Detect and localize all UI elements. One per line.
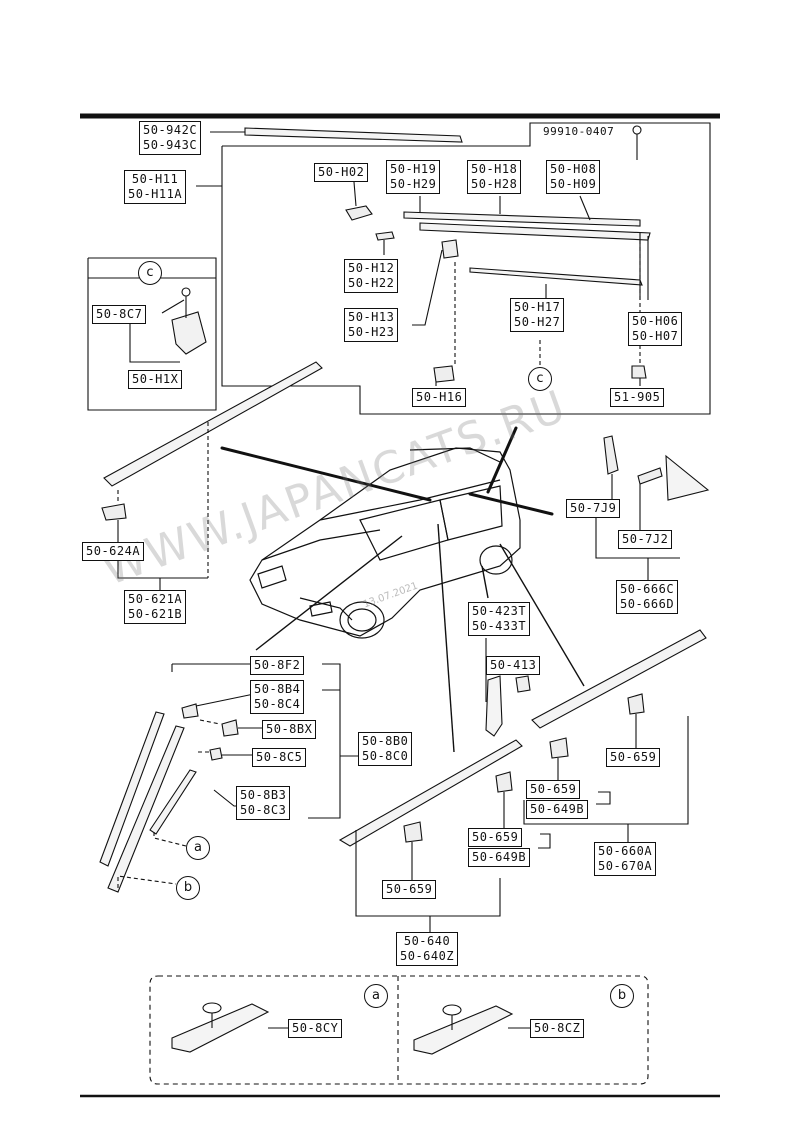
callout-c-box: c — [138, 261, 162, 285]
label-50-h1x: 50-H1X — [128, 370, 183, 389]
label-51-905: 51-905 — [610, 388, 665, 407]
label-50-659-center: 50-659 — [468, 828, 523, 847]
callout-b: b — [176, 876, 200, 900]
callout-b-inset: b — [610, 984, 634, 1008]
label-50-649b-mid: 50-649B — [526, 800, 589, 819]
label-50-624a: 50-624A — [82, 542, 145, 561]
label-50-8cz: 50-8CZ — [530, 1019, 585, 1038]
label-50-8bx: 50-8BX — [262, 720, 317, 739]
label-50-8c7: 50-8C7 — [92, 305, 147, 324]
label-50-8c5: 50-8C5 — [252, 748, 307, 767]
label-50-7j2: 50-7J2 — [618, 530, 673, 549]
label-50-8f2: 50-8F2 — [250, 656, 305, 675]
label-50-h16: 50-H16 — [412, 388, 467, 407]
callout-a-inset: a — [364, 984, 388, 1008]
label-50-659-right: 50-659 — [606, 748, 661, 767]
label-50-7j9: 50-7J9 — [566, 499, 621, 518]
label-50-659-mid: 50-659 — [526, 780, 581, 799]
label-50-8cy: 50-8CY — [288, 1019, 343, 1038]
part-number-99910: 99910-0407 — [543, 125, 615, 138]
callout-c-upper: c — [528, 367, 552, 391]
label-50-659-left: 50-659 — [382, 880, 437, 899]
label-50-649b-center: 50-649B — [468, 848, 531, 867]
callout-a: a — [186, 836, 210, 860]
label-50-413: 50-413 — [486, 656, 541, 675]
label-50-h02: 50-H02 — [314, 163, 369, 182]
